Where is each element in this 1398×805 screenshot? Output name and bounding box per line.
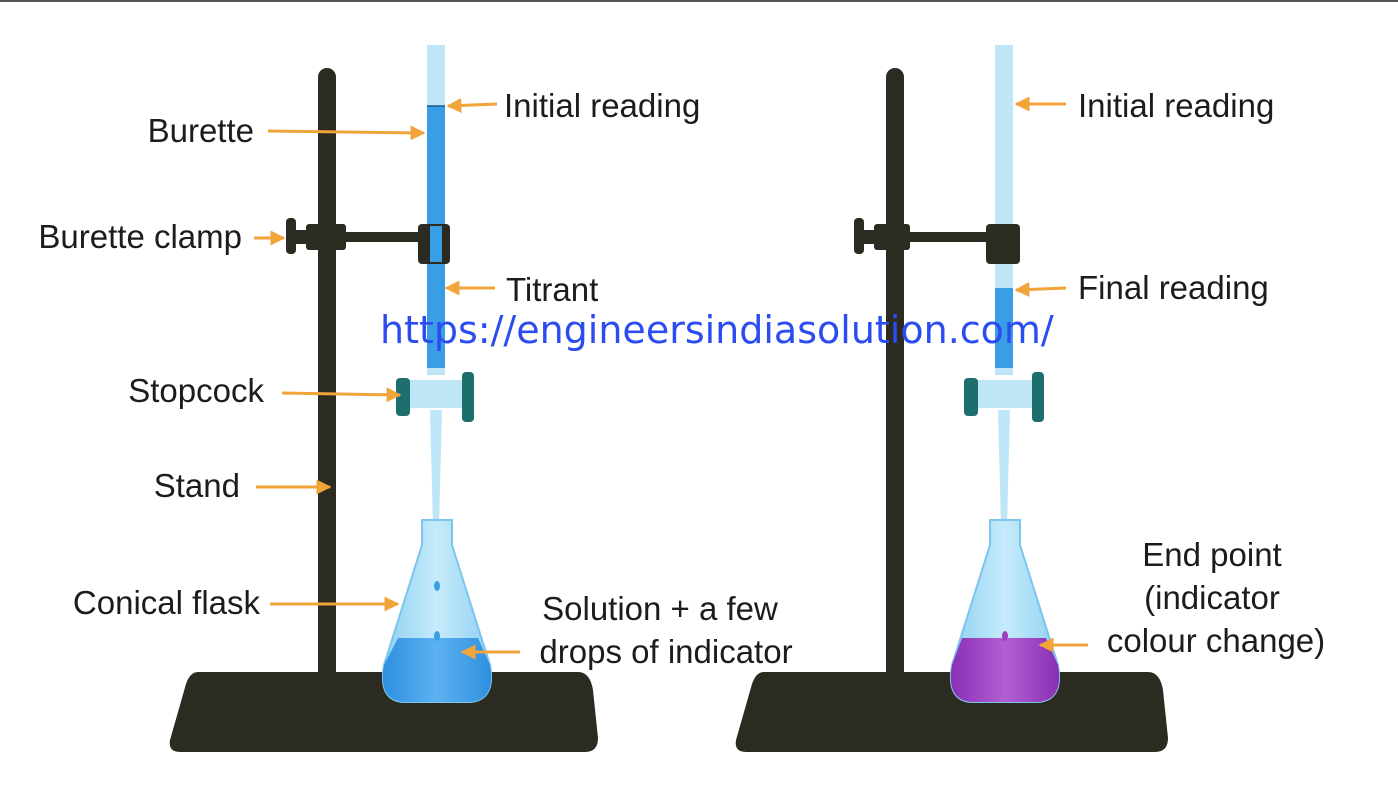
label-titrant: Titrant [506,271,598,308]
left-stand-rod [318,68,336,696]
label-end-point-line3: colour change) [1107,622,1325,659]
left-burette-tip [430,410,442,528]
left-flask-solution [382,638,492,702]
right-stand-base [735,672,1168,752]
left-clamp-block [306,224,346,250]
left-labels: Burette Burette clamp Stopcock Stand Con… [38,87,792,670]
left-clamp-knob [286,218,296,254]
label-final-reading: Final reading [1078,269,1269,306]
right-burette-clamp-holder [986,224,1020,264]
watermark-url: https://engineersindiasolution.com/ [380,308,1054,352]
right-labels: Initial reading Final reading End point … [1078,87,1325,659]
label-burette: Burette [148,112,254,149]
label-conical-flask: Conical flask [73,584,261,621]
right-setup [735,45,1168,752]
right-burette-tip [998,410,1010,528]
label-solution-line2: drops of indicator [539,633,792,670]
right-stand-rod [886,68,904,696]
top-border [0,0,1398,2]
left-setup [169,45,598,752]
left-stand-base [169,672,598,752]
left-stopcock [405,380,469,408]
left-clamp-arm [330,232,430,242]
label-end-point-line2: (indicator [1144,579,1280,616]
label-burette-clamp: Burette clamp [38,218,242,255]
right-flask-solution [950,638,1060,702]
right-clamp-block [874,224,910,250]
right-clamp-arm [898,232,998,242]
label-initial-reading-left: Initial reading [504,87,700,124]
label-arrows [254,96,1088,660]
right-clamp-knob [854,218,864,254]
right-burette-titrant [995,288,1013,368]
label-solution-line1: Solution + a few [542,590,778,627]
right-stopcock [973,380,1037,408]
label-initial-reading-right: Initial reading [1078,87,1274,124]
label-end-point-line1: End point [1142,536,1281,573]
label-stand: Stand [154,467,240,504]
label-stopcock: Stopcock [128,372,264,409]
